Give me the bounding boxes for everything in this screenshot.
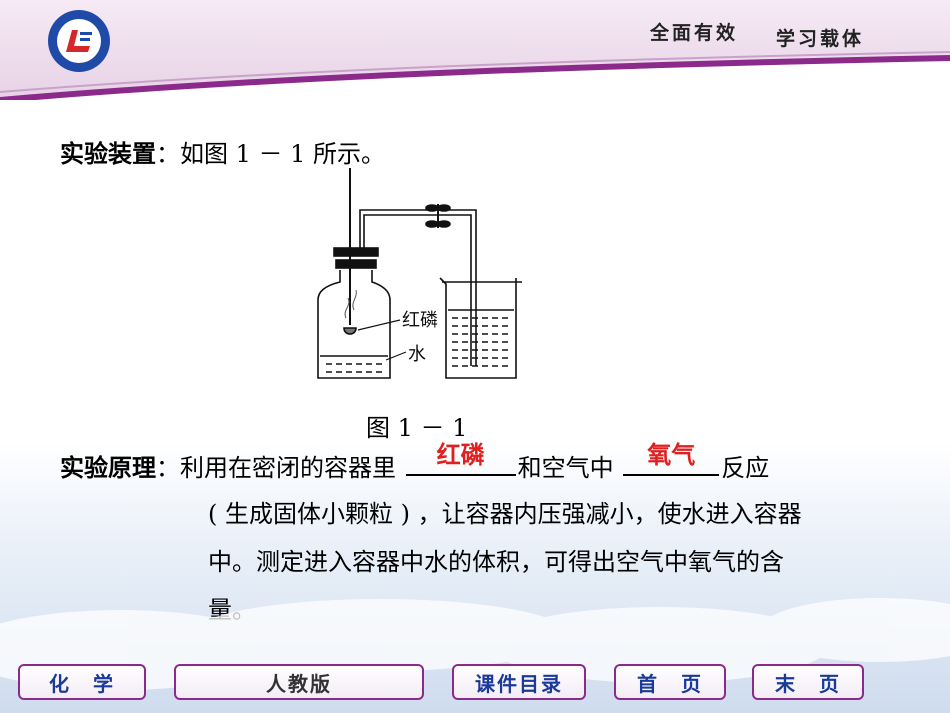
label-water: 水 xyxy=(408,344,426,365)
apparatus-text: 如图 1 － 1 所示。 xyxy=(180,140,386,168)
nav-subject-button[interactable]: 化 学 xyxy=(18,664,146,700)
principle-text-3: 反应 xyxy=(721,454,770,482)
answer-blank-1: 红磷 xyxy=(405,441,516,476)
principle-colon: ： xyxy=(156,454,180,482)
label-phosphorus: 红磷 xyxy=(402,310,438,331)
principle-text-1: 利用在密闭的容器里 xyxy=(180,454,396,482)
figure-caption: 图 1 － 1 xyxy=(366,414,468,442)
slogan-left: 全面有效 xyxy=(650,22,739,44)
header: 全面有效 学习载体 xyxy=(0,0,950,100)
publisher-logo xyxy=(48,10,110,72)
nav-first-page-button[interactable]: 首 页 xyxy=(614,664,726,700)
principle-text-2: 和空气中 xyxy=(517,454,614,482)
nav-last-page-button[interactable]: 末 页 xyxy=(752,664,864,700)
answer-1: 红磷 xyxy=(436,441,485,469)
principle-label: 实验原理 xyxy=(60,454,156,482)
header-banner xyxy=(0,0,950,100)
apparatus-colon: ： xyxy=(156,140,180,168)
principle-line-3: 中。测定进入容器中水的体积，可得出空气中氧气的含 xyxy=(208,548,784,576)
answer-blank-2: 氧气 xyxy=(623,441,720,476)
apparatus-label: 实验装置 xyxy=(60,140,156,168)
experiment-apparatus-diagram: 红磷 水 xyxy=(317,168,522,379)
nav-catalog-button[interactable]: 课件目录 xyxy=(452,664,586,700)
principle-line-2: ( 生成固体小颗粒 ) ，让容器内压强减小，使水进入容器 xyxy=(208,500,802,528)
answer-2: 氧气 xyxy=(647,441,696,469)
nav-edition-button[interactable]: 人教版 xyxy=(174,664,424,700)
apparatus-line: 实验装置：如图 1 － 1 所示。 xyxy=(60,134,385,169)
principle-line-1: 实验原理：利用在密闭的容器里 红磷 和空气中 氧气反应 xyxy=(60,441,770,483)
slogan-right: 学习载体 xyxy=(776,28,865,50)
